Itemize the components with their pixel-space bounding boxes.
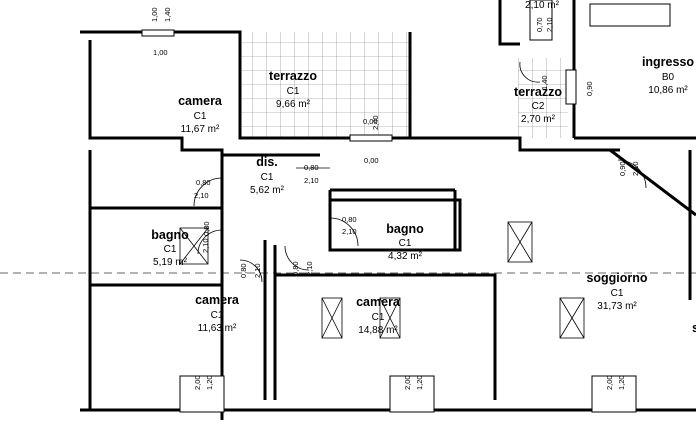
window-top-right	[589, 3, 671, 27]
room-camera-3: camera C1 14,88 m²	[356, 295, 401, 336]
svg-text:0,80: 0,80	[304, 163, 319, 172]
svg-text:2,00: 2,00	[605, 375, 614, 390]
edge-letter: s	[692, 321, 696, 335]
window-camera-2	[179, 375, 225, 413]
room-ingresso: ingresso B0 10,86 m²	[642, 55, 694, 96]
window-soggiorno	[591, 375, 637, 413]
terrazzo-2-floor	[518, 58, 568, 138]
svg-text:C1: C1	[211, 310, 224, 321]
svg-text:2,00: 2,00	[193, 375, 202, 390]
svg-text:2,10: 2,10	[631, 161, 640, 176]
svg-text:C2: C2	[532, 101, 545, 112]
svg-text:2,10: 2,10	[201, 238, 210, 253]
room-bagno-2: bagno C1 4,32 m²	[386, 222, 424, 262]
svg-text:terrazzo: terrazzo	[269, 69, 317, 83]
svg-text:5,62 m²: 5,62 m²	[250, 185, 285, 196]
svg-text:bagno: bagno	[151, 228, 189, 242]
room-terrazzo-1: terrazzo C1 9,66 m²	[269, 69, 317, 110]
svg-text:C1: C1	[611, 288, 624, 299]
svg-text:1,00: 1,00	[150, 7, 159, 22]
furniture	[179, 221, 585, 339]
room-name: camera	[178, 94, 223, 108]
svg-text:1,20: 1,20	[205, 375, 214, 390]
svg-text:5,19 m²: 5,19 m²	[153, 257, 188, 268]
window-dis	[349, 134, 393, 142]
svg-text:2,10: 2,10	[194, 191, 209, 200]
svg-text:2,10: 2,10	[253, 263, 262, 278]
svg-text:0,80: 0,80	[342, 215, 357, 224]
svg-text:31,73 m²: 31,73 m²	[597, 301, 637, 312]
svg-text:4,32 m²: 4,32 m²	[388, 251, 423, 262]
window-top	[529, 0, 553, 41]
svg-text:C1: C1	[399, 238, 412, 249]
window-camera-1	[141, 29, 175, 37]
svg-text:0,80: 0,80	[239, 263, 248, 278]
svg-text:0,00: 0,00	[363, 117, 378, 126]
svg-text:0,90: 0,90	[585, 81, 594, 96]
svg-text:0,00: 0,00	[364, 156, 379, 165]
svg-text:soggiorno: soggiorno	[586, 271, 647, 285]
room-bagno-1: bagno C1 5,19 m²	[151, 228, 189, 268]
terrazzo-1-floor	[240, 32, 410, 138]
dimension-labels: 1,00 1,40 1,00 2,40 0,00 0,00 0,80 2,10 …	[150, 7, 640, 390]
room-dis: dis. C1 5,62 m²	[250, 155, 285, 196]
svg-text:camera: camera	[356, 295, 401, 309]
room-class: C1	[194, 111, 207, 122]
svg-text:camera: camera	[195, 293, 240, 307]
svg-text:2,10: 2,10	[305, 261, 314, 276]
svg-text:14,88 m²: 14,88 m²	[358, 325, 398, 336]
svg-text:0,90: 0,90	[618, 161, 627, 176]
svg-text:2,70 m²: 2,70 m²	[521, 114, 556, 125]
svg-text:dis.: dis.	[256, 155, 278, 169]
svg-text:1,00: 1,00	[153, 48, 168, 57]
window-camera-3	[389, 375, 435, 413]
svg-text:0,70: 0,70	[535, 17, 544, 32]
top-area-label: 2,10 m²	[525, 0, 560, 11]
svg-text:0,80: 0,80	[202, 221, 211, 236]
svg-text:2,10: 2,10	[545, 17, 554, 32]
svg-text:C1: C1	[164, 244, 177, 255]
room-camera-2: camera C1 11,63 m²	[195, 293, 240, 334]
svg-text:bagno: bagno	[386, 222, 424, 236]
svg-text:ingresso: ingresso	[642, 55, 694, 69]
svg-text:2,10: 2,10	[304, 176, 319, 185]
window-terrazzo-2	[565, 69, 577, 105]
svg-text:9,66 m²: 9,66 m²	[276, 99, 311, 110]
svg-text:1,20: 1,20	[415, 375, 424, 390]
svg-text:terrazzo: terrazzo	[514, 85, 562, 99]
svg-text:2,10: 2,10	[342, 227, 357, 236]
svg-text:11,63 m²: 11,63 m²	[198, 323, 237, 334]
svg-text:2,40: 2,40	[371, 115, 380, 130]
svg-text:2,00: 2,00	[403, 375, 412, 390]
room-terrazzo-2: terrazzo C2 2,70 m²	[514, 85, 562, 125]
svg-text:1,40: 1,40	[540, 75, 549, 90]
svg-text:1,40: 1,40	[163, 7, 172, 22]
room-camera-1: camera C1 11,67 m²	[178, 94, 223, 135]
room-soggiorno: soggiorno C1 31,73 m²	[586, 271, 647, 312]
svg-text:10,86 m²: 10,86 m²	[648, 85, 688, 96]
svg-text:B0: B0	[662, 72, 675, 83]
room-area: 11,67 m²	[181, 124, 220, 135]
svg-text:C1: C1	[261, 172, 274, 183]
svg-text:C1: C1	[372, 312, 385, 323]
svg-text:0,80: 0,80	[196, 178, 211, 187]
door-swings	[193, 61, 647, 283]
svg-text:0,80: 0,80	[291, 261, 300, 276]
svg-text:C1: C1	[287, 86, 300, 97]
svg-text:1,20: 1,20	[617, 375, 626, 390]
